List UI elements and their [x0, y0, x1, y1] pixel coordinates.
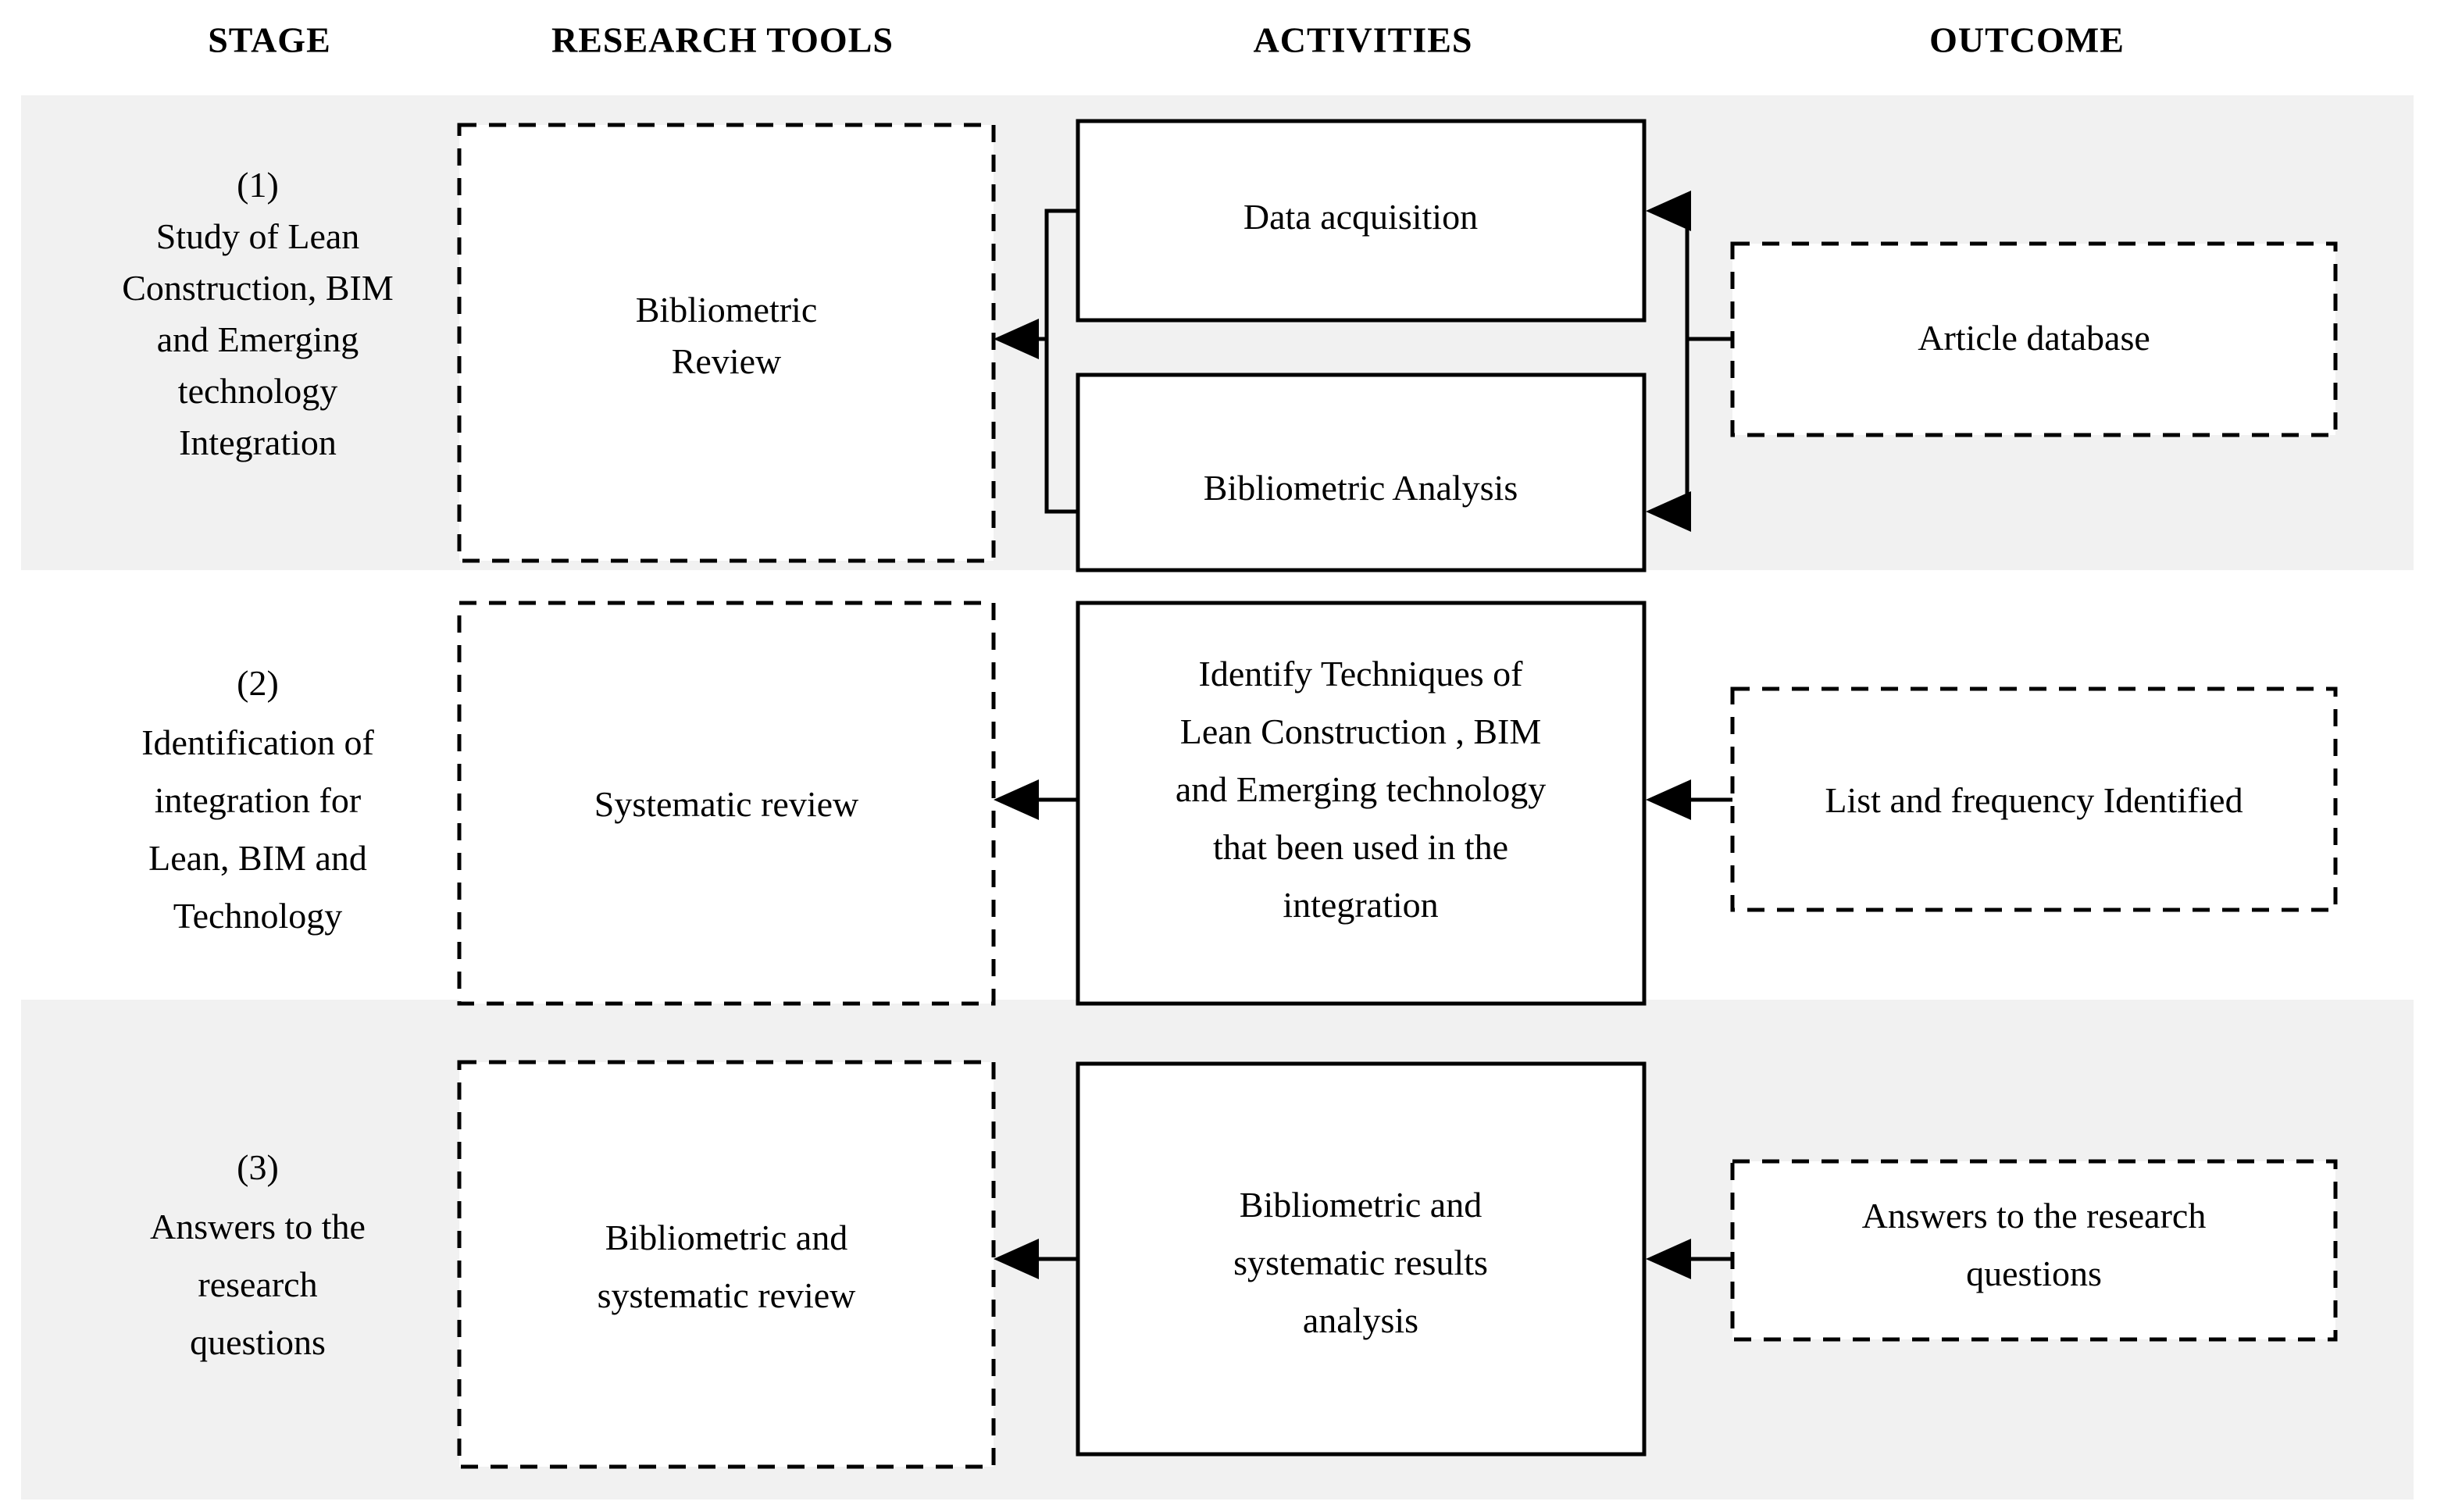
svg-text:questions: questions: [190, 1322, 326, 1362]
arrowhead-to-research-tool-2: [994, 779, 1039, 820]
svg-text:research: research: [198, 1264, 317, 1304]
svg-text:(3): (3): [237, 1147, 279, 1187]
svg-text:Bibliometric Analysis: Bibliometric Analysis: [1204, 468, 1518, 508]
svg-text:Technology: Technology: [173, 896, 343, 936]
research-tool-box-2[interactable]: Systematic review: [457, 601, 996, 1006]
svg-text:Article database: Article database: [1918, 318, 2150, 358]
connector-outcome-to-activity-3: [1646, 1239, 1732, 1279]
svg-text:and Emerging technology: and Emerging technology: [1176, 769, 1546, 809]
research-tool-box-3[interactable]: Bibliometric and systematic review: [457, 1060, 996, 1469]
activity-box-identify-techniques-frame: [1076, 601, 1647, 1006]
activity-box-bibliometric-systematic-results-frame: [1076, 1061, 1647, 1457]
stage-label-3: (3) Answers to the research questions: [150, 1147, 366, 1362]
activity-box-bibliometric-systematic-results[interactable]: Bibliometric and systematic results anal…: [1076, 1061, 1647, 1457]
svg-text:integration for: integration for: [155, 780, 361, 820]
connector-activities-to-research-tool-1: [994, 209, 1078, 514]
svg-text:analysis: analysis: [1303, 1300, 1418, 1340]
svg-text:Bibliometric: Bibliometric: [636, 290, 818, 330]
svg-text:Bibliometric and: Bibliometric and: [605, 1218, 847, 1257]
column-header-stage: STAGE: [208, 20, 331, 60]
column-header-research-tools: RESEARCH TOOLS: [551, 20, 894, 60]
svg-text:that been used in the: that been used in the: [1213, 827, 1508, 867]
svg-text:Answers to the research: Answers to the research: [1862, 1196, 2207, 1236]
stage-label-2: (2) Identification of integration for Le…: [141, 663, 374, 936]
arrowhead-to-bibliometric-systematic-results: [1646, 1239, 1691, 1279]
arrowhead-to-research-tool-1: [994, 319, 1039, 359]
svg-text:Construction, BIM: Construction, BIM: [122, 268, 394, 308]
column-header-activities: ACTIVITIES: [1254, 20, 1473, 60]
svg-text:questions: questions: [1966, 1253, 2102, 1293]
svg-text:(2): (2): [237, 663, 279, 703]
svg-text:technology: technology: [178, 371, 337, 411]
activity-box-identify-techniques[interactable]: Identify Techniques of Lean Construction…: [1076, 601, 1647, 1006]
svg-text:integration: integration: [1283, 885, 1438, 925]
svg-text:Integration: Integration: [179, 423, 337, 462]
connector-activity-to-research-tool-2: [994, 779, 1078, 820]
svg-text:Data acquisition: Data acquisition: [1243, 197, 1478, 237]
svg-text:Systematic review: Systematic review: [594, 784, 859, 824]
outcome-box-list-frequency-frame: [1730, 686, 2338, 912]
activity-box-data-acquisition[interactable]: Data acquisition: [1076, 119, 1647, 323]
outcome-box-list-frequency[interactable]: List and frequency Identified: [1730, 686, 2338, 912]
svg-text:Review: Review: [672, 341, 782, 381]
research-tool-box-3-frame: [457, 1060, 996, 1469]
outcome-box-answers-research-questions-frame: [1730, 1159, 2338, 1342]
arrowhead-to-identify-techniques: [1646, 779, 1691, 820]
svg-text:(1): (1): [237, 165, 279, 205]
arrowhead-to-data-acquisition: [1646, 191, 1691, 231]
research-tool-box-1-frame: [457, 123, 996, 563]
stage-label-1: (1) Study of Lean Construction, BIM and …: [122, 165, 394, 462]
svg-text:Answers to the: Answers to the: [150, 1207, 366, 1246]
activity-box-bibliometric-analysis-frame: [1076, 373, 1647, 572]
svg-text:Lean, BIM and: Lean, BIM and: [148, 838, 367, 878]
arrowhead-to-research-tool-3: [994, 1239, 1039, 1279]
svg-text:List and frequency Identified: List and frequency Identified: [1825, 780, 2243, 820]
activity-box-data-acquisition-frame: [1076, 119, 1647, 323]
arrowhead-to-bibliometric-analysis: [1646, 491, 1691, 532]
svg-text:systematic results: systematic results: [1233, 1243, 1488, 1282]
svg-text:Identify Techniques of: Identify Techniques of: [1199, 654, 1524, 694]
svg-text:Study of Lean: Study of Lean: [156, 216, 360, 256]
outcome-box-article-database-frame: [1730, 241, 2338, 437]
svg-text:systematic review: systematic review: [598, 1275, 857, 1315]
svg-text:Identification of: Identification of: [141, 722, 374, 762]
connector-activity-to-research-tool-3: [994, 1239, 1078, 1279]
column-header-outcome: OUTCOME: [1929, 20, 2125, 60]
svg-text:and Emerging: and Emerging: [157, 319, 359, 359]
outcome-box-article-database[interactable]: Article database: [1730, 241, 2338, 437]
svg-text:Lean Construction , BIM: Lean Construction , BIM: [1180, 711, 1542, 751]
research-tool-box-2-frame: [457, 601, 996, 1006]
outcome-box-answers-research-questions[interactable]: Answers to the research questions: [1730, 1159, 2338, 1342]
svg-text:Bibliometric and: Bibliometric and: [1240, 1185, 1482, 1225]
connector-outcome-to-activities-1: [1646, 191, 1732, 532]
research-tool-box-1[interactable]: Bibliometric Review: [457, 123, 996, 563]
connector-outcome-to-activity-2: [1646, 779, 1732, 820]
activity-box-bibliometric-analysis[interactable]: Bibliometric Analysis: [1076, 373, 1647, 572]
